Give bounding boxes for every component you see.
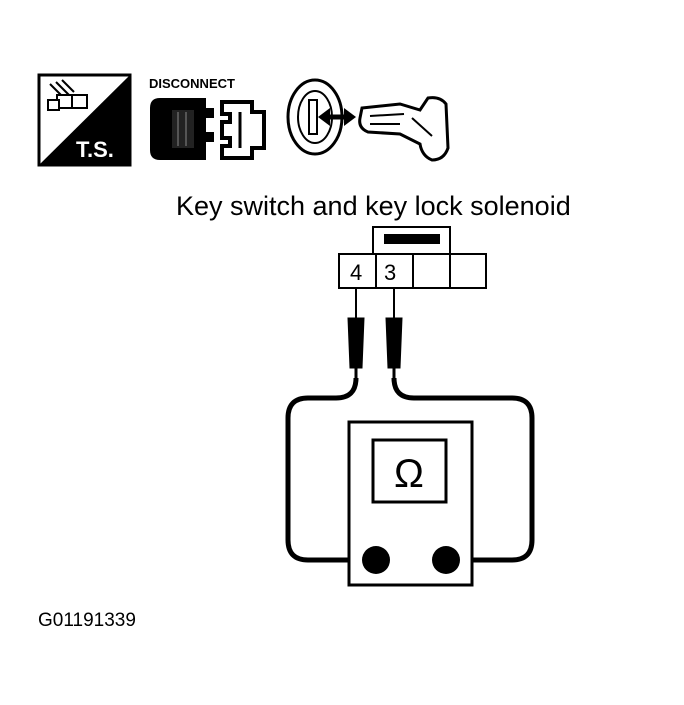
connector: 4 3 bbox=[338, 226, 487, 289]
right-probe bbox=[385, 288, 403, 378]
troubleshooting-icon: T.S. bbox=[37, 73, 132, 167]
ts-label: T.S. bbox=[76, 137, 114, 162]
disconnect-icon: DISCONNECT bbox=[149, 76, 266, 160]
left-probe bbox=[347, 288, 365, 378]
diagram-title: Key switch and key lock solenoid bbox=[176, 191, 571, 221]
figure-code: G01191339 bbox=[38, 610, 136, 631]
pin-3-label: 3 bbox=[384, 260, 396, 285]
meter-jack-left bbox=[362, 546, 390, 574]
ohmmeter: Ω bbox=[347, 420, 474, 587]
meter-jack-right bbox=[432, 546, 460, 574]
ohm-symbol: Ω bbox=[394, 452, 424, 496]
left-test-lead bbox=[285, 377, 376, 563]
connector-lock-tab bbox=[384, 234, 440, 244]
right-test-lead bbox=[391, 377, 535, 563]
pin-4-label: 4 bbox=[350, 260, 362, 285]
disconnect-label: DISCONNECT bbox=[149, 76, 235, 91]
meter-display bbox=[371, 438, 448, 504]
ignition-key-icon bbox=[286, 78, 450, 162]
